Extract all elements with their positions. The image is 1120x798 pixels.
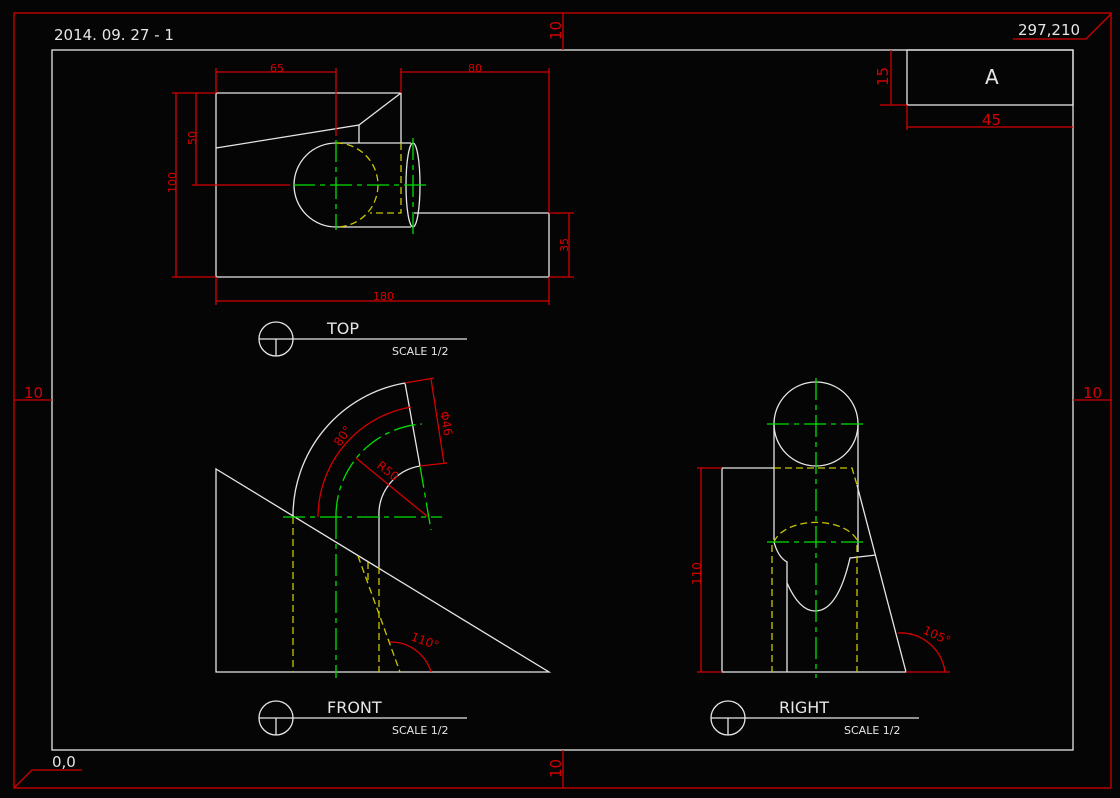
dim-100: 100 (166, 172, 179, 193)
right-view-label-symbol (710, 700, 919, 736)
front-view-scale: SCALE 1/2 (392, 724, 448, 737)
top-view-label-symbol (258, 321, 467, 357)
front-view-label-symbol (258, 700, 467, 736)
dim-110: 110 (690, 562, 704, 585)
top-view[interactable] (172, 68, 574, 305)
front-view-title: FRONT (327, 698, 382, 717)
title-block-height-dim: 15 (874, 67, 892, 86)
dim-angle-105: 105° (921, 623, 953, 648)
margin-top-label: 10 (547, 21, 565, 40)
right-view-title: RIGHT (779, 698, 829, 717)
top-view-title: TOP (326, 319, 359, 338)
margin-right-label: 10 (1083, 384, 1102, 402)
dim-80: 80 (468, 62, 482, 75)
margin-left-label: 10 (24, 384, 43, 402)
title-block (880, 49, 1074, 130)
front-view[interactable] (215, 377, 552, 678)
sheet-frame (13, 12, 1112, 789)
right-view-scale: SCALE 1/2 (844, 724, 900, 737)
dim-angle-80: 80° (331, 423, 355, 448)
dim-180: 180 (373, 290, 394, 303)
dim-dia46: Φ46 (437, 410, 455, 437)
title-block-width-dim: 45 (982, 111, 1001, 129)
top-view-scale: SCALE 1/2 (392, 345, 448, 358)
dim-50: 50 (186, 131, 199, 145)
title-block-label: A (985, 65, 999, 89)
origin-label: 0,0 (52, 753, 76, 771)
sheet-size-label: 297,210 (1018, 21, 1080, 39)
margin-bottom-label: 10 (547, 759, 565, 778)
drawing-date: 2014. 09. 27 - 1 (54, 26, 174, 44)
dim-r50: R50 (374, 458, 401, 484)
dim-35: 35 (558, 238, 571, 252)
dim-65: 65 (270, 62, 284, 75)
right-view[interactable] (697, 378, 950, 678)
